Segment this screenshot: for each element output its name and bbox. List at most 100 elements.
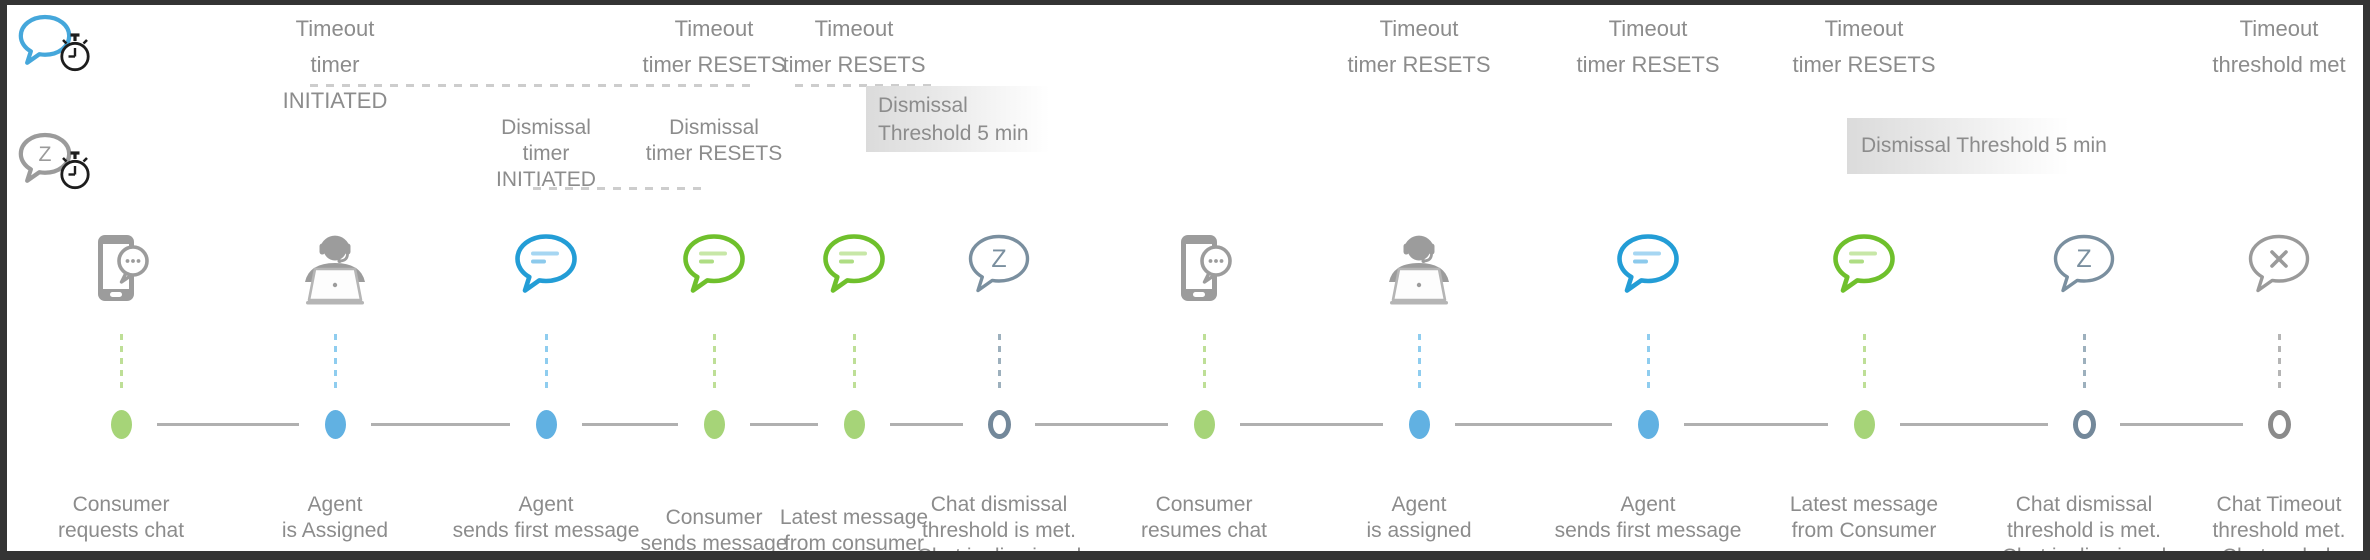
timeout-timer-label: Timeout timer RESETS bbox=[614, 11, 814, 83]
timer-label-line: threshold met bbox=[2212, 52, 2346, 77]
node-caption-line: Chat Timeout bbox=[2216, 493, 2342, 516]
timeline-connector bbox=[1455, 423, 1612, 426]
node-dashed-drop bbox=[333, 334, 337, 390]
svg-text:Z: Z bbox=[39, 143, 52, 166]
timer-label-line: Timeout bbox=[814, 16, 894, 41]
node-caption: Agent sends first message bbox=[431, 492, 661, 544]
phone-chat-icon bbox=[84, 232, 158, 313]
chat-bubble-icon bbox=[17, 13, 73, 76]
timer-label-line: Timeout bbox=[674, 16, 754, 41]
timeout-dashed-line bbox=[795, 84, 937, 87]
node-caption-line: Consumer bbox=[665, 506, 763, 529]
node-caption-line: threshold is met. bbox=[2006, 519, 2162, 542]
node-dashed-drop bbox=[1202, 334, 1206, 390]
chat-snooze-icon: Z bbox=[2051, 232, 2117, 305]
node-caption-line: is assigned bbox=[1366, 519, 1472, 542]
chat-consumer-icon bbox=[1831, 232, 1897, 305]
node-caption-line: Chat is dismissed bbox=[916, 545, 1082, 560]
node-caption-line: requests chat bbox=[57, 519, 185, 542]
node-caption-line: sends first message bbox=[452, 519, 640, 542]
timeout-timer-label: Timeout threshold met bbox=[2179, 11, 2363, 83]
timeline-node-dot bbox=[987, 410, 1011, 439]
timeline-node-dot bbox=[843, 410, 865, 439]
node-caption-line: Chat is dismissed bbox=[2001, 545, 2167, 560]
node-caption: Latest message from consumer bbox=[739, 505, 969, 555]
node-caption-line: from consumer bbox=[783, 532, 925, 555]
node-caption-line: Latest message bbox=[1789, 493, 1939, 516]
node-caption: Agent sends first message bbox=[1533, 492, 1763, 544]
svg-text:Z: Z bbox=[991, 245, 1006, 273]
node-dashed-drop bbox=[2082, 334, 2086, 390]
chat-agent-icon bbox=[1615, 232, 1681, 305]
chat-ended-icon bbox=[2246, 232, 2312, 305]
timeline-node-dot bbox=[535, 410, 557, 439]
timer-label-line: Timeout bbox=[2239, 16, 2319, 41]
dismissal-timer-label: Dismissal timer RESETS bbox=[614, 115, 814, 167]
timeline-connector bbox=[1240, 423, 1383, 426]
chat-consumer-icon bbox=[681, 232, 747, 305]
timeout-dashed-line bbox=[310, 84, 758, 87]
chat-consumer-icon bbox=[821, 232, 887, 305]
dismissal-threshold-box: Dismissal Threshold 5 min bbox=[1847, 118, 2107, 174]
svg-text:Z: Z bbox=[2076, 245, 2091, 273]
node-caption-line: Chat dismissal bbox=[2015, 493, 2153, 516]
node-dashed-drop bbox=[1646, 334, 1650, 390]
snooze-chat-bubble-icon: Z bbox=[17, 131, 73, 194]
timer-label-line: timer bbox=[310, 52, 360, 77]
node-caption-line: Agent bbox=[307, 493, 363, 516]
chat-agent-icon bbox=[513, 232, 579, 305]
timeline-connector bbox=[750, 423, 818, 426]
node-caption-line: Chat ended. bbox=[2221, 545, 2337, 560]
timer-label-line: INITIATED bbox=[496, 168, 596, 191]
node-caption: Chat Timeout threshold met. Chat ended. bbox=[2164, 492, 2363, 560]
node-dashed-drop bbox=[1417, 334, 1421, 390]
timer-label-line: timer RESETS bbox=[645, 142, 783, 165]
node-caption: Consumer resumes chat bbox=[1089, 492, 1319, 544]
timer-label-line: timer bbox=[522, 142, 570, 165]
timer-label-line: timer RESETS bbox=[642, 52, 786, 77]
node-caption-line: Agent bbox=[1391, 493, 1447, 516]
timeline-node-dot bbox=[2072, 410, 2096, 439]
timeline-connector bbox=[1035, 423, 1168, 426]
node-caption-line: sends message bbox=[640, 532, 788, 555]
node-caption-line: is Assigned bbox=[281, 519, 389, 542]
node-dashed-drop bbox=[544, 334, 548, 390]
timeline-node-dot bbox=[1853, 410, 1875, 439]
node-caption-line: Latest message bbox=[779, 506, 929, 529]
timer-label-line: timer RESETS bbox=[1576, 52, 1720, 77]
node-caption-line: threshold met. bbox=[2212, 519, 2346, 542]
dismissal-timer-legend: Z bbox=[17, 131, 113, 193]
node-caption: Consumer sends message bbox=[599, 505, 829, 555]
timer-label-line: Dismissal bbox=[669, 116, 759, 139]
node-caption: Agent is assigned bbox=[1304, 492, 1534, 544]
timer-label-line: INITIATED bbox=[282, 88, 388, 113]
timer-label-line: timer RESETS bbox=[1347, 52, 1491, 77]
node-caption-line: Agent bbox=[1620, 493, 1676, 516]
timeline-connector bbox=[1684, 423, 1828, 426]
node-caption-line: sends first message bbox=[1554, 519, 1742, 542]
chat-snooze-icon: Z bbox=[966, 232, 1032, 305]
node-caption-line: Consumer bbox=[1155, 493, 1253, 516]
node-dashed-drop bbox=[1862, 334, 1866, 390]
timeline-connector bbox=[890, 423, 963, 426]
timeline-node-dot bbox=[703, 410, 725, 439]
timer-label-line: Timeout bbox=[1824, 16, 1904, 41]
node-caption-line: Agent bbox=[518, 493, 574, 516]
dismissal-threshold-box: Dismissal Threshold 5 min bbox=[866, 86, 1050, 152]
node-caption: Agent is Assigned bbox=[220, 492, 450, 544]
stopwatch-icon bbox=[55, 31, 95, 78]
dismissal-dashed-line bbox=[533, 187, 707, 190]
node-caption: Chat dismissal threshold is met. Chat is d… bbox=[1969, 492, 2199, 560]
timeline-node-dot bbox=[1408, 410, 1430, 439]
node-caption-line: from Consumer bbox=[1791, 519, 1937, 542]
node-caption-line: threshold is met. bbox=[921, 519, 1077, 542]
timeline-connector bbox=[2120, 423, 2243, 426]
node-caption-line: resumes chat bbox=[1140, 519, 1268, 542]
node-dashed-drop bbox=[852, 334, 856, 390]
